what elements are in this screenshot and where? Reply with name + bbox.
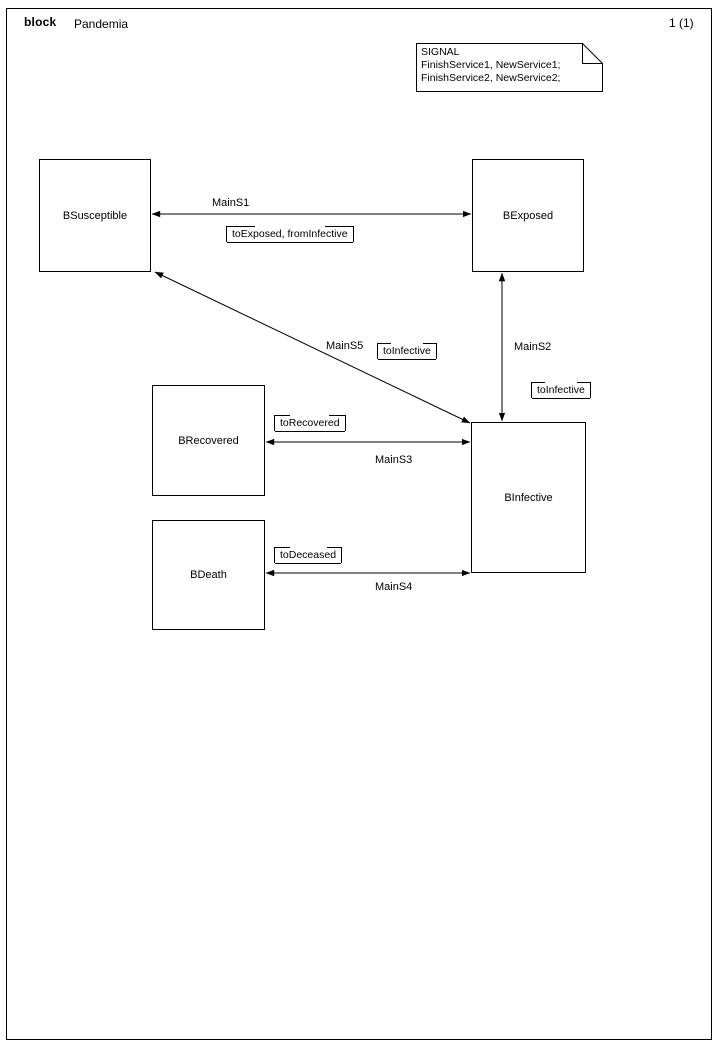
page-number: 1 (1) xyxy=(669,16,694,30)
signal-list-text: toRecovered xyxy=(280,417,340,429)
signal-list-text: toDeceased xyxy=(280,549,337,561)
signal-list-mains1: toExposed, fromInfective xyxy=(226,225,354,243)
block-label: BSusceptible xyxy=(62,209,128,222)
signal-declaration-note: SIGNAL FinishService1, NewService1; Fini… xyxy=(416,43,603,92)
note-shape-icon xyxy=(416,43,603,92)
signal-list-text: toInfective xyxy=(537,384,585,396)
block-brecovered[interactable]: BRecovered xyxy=(152,385,265,496)
signal-declaration-text: SIGNAL FinishService1, NewService1; Fini… xyxy=(421,46,561,84)
signal-list-mains4: toDeceased xyxy=(274,546,343,564)
signal-list-mains5: toInfective xyxy=(377,342,437,360)
channel-label-mains5: MainS5 xyxy=(326,340,364,352)
block-label: BDeath xyxy=(190,569,227,581)
page-title: Pandemia xyxy=(74,17,129,31)
signal-list-text: toInfective xyxy=(383,345,431,357)
diagram-keyword: block xyxy=(24,15,57,29)
signal-list-mains2: toInfective xyxy=(531,381,591,399)
signal-list-text: toExposed, fromInfective xyxy=(232,228,348,240)
block-label: BInfective xyxy=(504,491,553,504)
block-bsusceptible[interactable]: BSusceptible xyxy=(39,159,151,272)
block-bdeath[interactable]: BDeath xyxy=(152,520,265,630)
channel-label-mains3: MainS3 xyxy=(375,454,413,466)
block-label: BExposed xyxy=(502,209,554,222)
block-binfective[interactable]: BInfective xyxy=(471,422,586,573)
signal-list-mains3: toRecovered xyxy=(274,414,346,432)
channel-label-mains4: MainS4 xyxy=(375,581,413,593)
block-bexposed[interactable]: BExposed xyxy=(472,159,584,272)
block-label: BRecovered xyxy=(178,434,239,447)
channel-label-mains1: MainS1 xyxy=(212,197,250,209)
channel-label-mains2: MainS2 xyxy=(514,341,552,353)
